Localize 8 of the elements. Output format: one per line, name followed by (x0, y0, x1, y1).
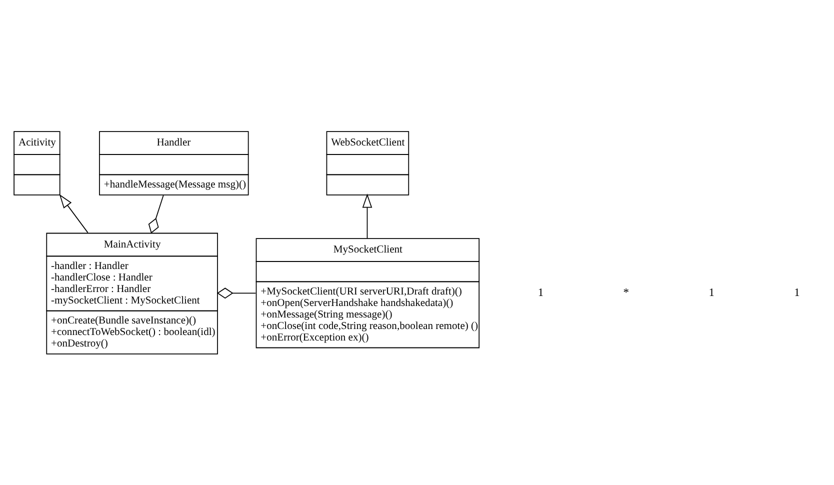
arrow (362, 194, 372, 239)
label: 1 (538, 287, 544, 300)
label: 1 (794, 287, 800, 300)
label: 1 (708, 287, 714, 300)
connector (216, 288, 256, 299)
connector (148, 194, 164, 234)
label: * (623, 287, 630, 300)
arrow (59, 194, 88, 234)
